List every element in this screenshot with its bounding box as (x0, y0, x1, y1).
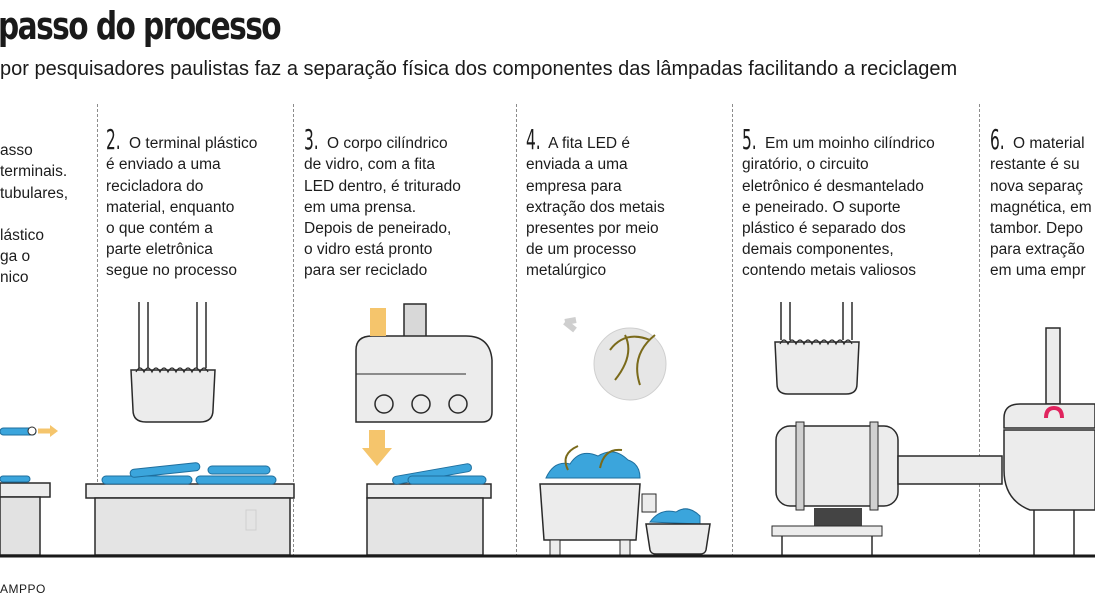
step-4-text: 4. A fita LED é enviada a uma empresa pa… (526, 108, 665, 282)
step-4-machine (539, 317, 711, 556)
step-description: O material restante é su nova separaç ma… (990, 135, 1092, 280)
column-divider (516, 104, 517, 557)
step-2-machine (85, 302, 295, 556)
step-number: 5. (742, 123, 757, 157)
step-2-text: 2. O terminal plástico é enviado a uma r… (106, 108, 257, 282)
column-divider (732, 104, 733, 557)
step-number: 3. (304, 123, 319, 157)
step-number: 6. (990, 123, 1005, 157)
step-1-machine (0, 425, 58, 556)
step-description: A fita LED é enviada a uma empresa para … (526, 135, 665, 280)
credit-text: AMPPO (0, 582, 46, 596)
step-5-text: 5. Em um moinho cilíndrico giratório, o … (742, 108, 935, 282)
step-description: O corpo cilíndrico de vidro, com a fita … (304, 135, 461, 280)
step-5-machine (771, 302, 1003, 555)
column-divider (97, 104, 98, 557)
step-number: 2. (106, 123, 121, 157)
step-3-machine (355, 303, 493, 556)
step-6-text: 6. O material restante é su nova separaç… (990, 108, 1092, 282)
column-divider (293, 104, 294, 557)
page-title: passo do processo (0, 4, 282, 48)
step-3-text: 3. O corpo cilíndrico de vidro, com a fi… (304, 108, 461, 282)
column-divider (979, 104, 980, 557)
step-description: O terminal plástico é enviado a uma reci… (106, 135, 258, 280)
step-1-text: asso terminais. tubulares, lástico ga o … (0, 119, 68, 289)
step-description: Em um moinho cilíndrico giratório, o cir… (742, 135, 935, 280)
step-description: asso terminais. tubulares, lástico ga o … (0, 142, 69, 287)
page-subtitle: por pesquisadores paulistas faz a separa… (0, 58, 958, 80)
step-number: 4. (526, 123, 541, 157)
step-6-machine (1003, 327, 1095, 555)
